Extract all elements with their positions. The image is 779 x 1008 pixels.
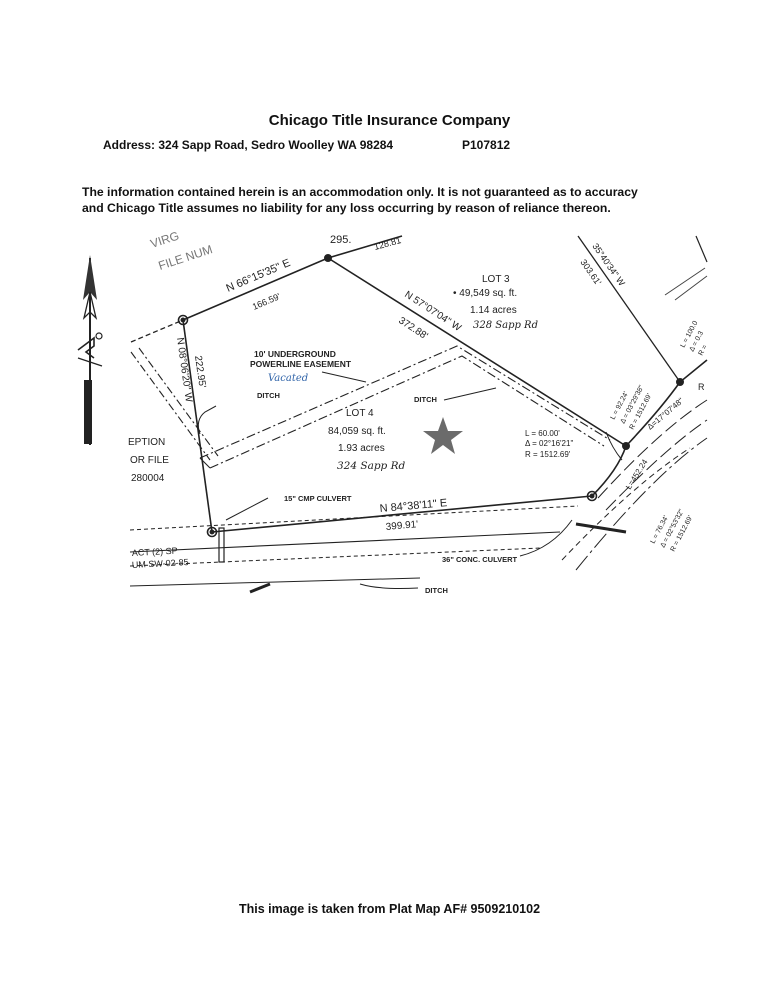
ditch-label-middle: DITCH xyxy=(414,395,437,404)
lot3-area: • 49,549 sq. ft. xyxy=(453,288,517,299)
curve1-length: L = 60.00' xyxy=(525,429,560,438)
lot4-address: 324 Sapp Rd xyxy=(337,460,406,472)
bearing-top-partial: 295. xyxy=(330,234,351,246)
subject-property-star-icon xyxy=(423,417,463,454)
cutoff-top-1: VIRG xyxy=(149,228,181,250)
lot3-acres: 1.14 acres xyxy=(470,305,517,316)
lot3-address: 328 Sapp Rd xyxy=(473,320,538,331)
distance-left: 166.59' xyxy=(251,291,282,312)
easement-line-2: POWERLINE EASEMENT xyxy=(250,359,352,369)
road-edge-line-1 xyxy=(695,235,708,263)
bearing-left-side: N 08°06'20" W xyxy=(174,337,194,403)
curve3-radius: R = xyxy=(698,344,709,357)
disclaimer-line-1: The information contained herein is an a… xyxy=(82,185,638,199)
cutoff-left-1: EPTION xyxy=(128,437,165,448)
bearing-bottom: N 84°38'11" E xyxy=(379,497,447,515)
east-boundary-line xyxy=(577,235,681,383)
parcel-number: P107812 xyxy=(462,138,511,152)
distance-left-side: 222.95' xyxy=(192,355,207,389)
ditch-label-bottom: DITCH xyxy=(425,586,448,595)
culvert-15-label: 15" CMP CULVERT xyxy=(284,494,352,503)
footer-source-note: This image is taken from Plat Map AF# 95… xyxy=(238,902,541,916)
lot4-label: LOT 4 xyxy=(346,408,374,419)
culvert-15-marker xyxy=(218,527,225,563)
disclaimer: The information contained herein is an a… xyxy=(82,184,722,216)
curve1-delta: Δ = 02°16'21" xyxy=(525,439,573,448)
disclaimer-line-2: and Chicago Title assumes no liability f… xyxy=(82,201,611,215)
company-title: Chicago Title Insurance Company xyxy=(268,112,511,129)
lot4-acres: 1.93 acres xyxy=(338,443,385,454)
cutoff-right: R xyxy=(698,382,705,392)
cutoff-left-3: 280004 xyxy=(131,473,165,484)
lot3-label: LOT 3 xyxy=(482,274,510,285)
lot4-area: 84,059 sq. ft. xyxy=(328,426,386,437)
north-arrow-icon xyxy=(77,255,103,445)
cutoff-bottom-2: UM SW-02-85 xyxy=(132,557,189,570)
distance-bottom: 399.91' xyxy=(385,519,418,533)
curve1-radius: R = 1512.69' xyxy=(525,450,571,459)
culvert-36-label: 36" CONC. CULVERT xyxy=(442,555,518,564)
distance-upper-right: 303.61' xyxy=(578,257,603,287)
culvert-36-marker xyxy=(575,522,627,534)
bearing-top-left: N 66°15'35" E xyxy=(224,257,292,295)
cutoff-bottom-1: ACT (2) SP xyxy=(132,546,178,558)
easement-line-1: 10' UNDERGROUND xyxy=(254,349,336,359)
road-edge-line-2 xyxy=(664,267,708,301)
property-address: Address: 324 Sapp Road, Sedro Woolley WA… xyxy=(103,138,394,152)
arc-length: L=452.24 xyxy=(624,457,650,491)
cutoff-left-2: OR FILE xyxy=(130,455,169,466)
ditch-label-left: DITCH xyxy=(257,391,280,400)
survey-monuments xyxy=(177,254,684,538)
lot-boundaries xyxy=(129,235,708,589)
easement-vacated-note: Vacated xyxy=(268,373,308,384)
ditch-marker xyxy=(249,582,271,594)
distance-top-right: 128.81 xyxy=(373,235,402,252)
